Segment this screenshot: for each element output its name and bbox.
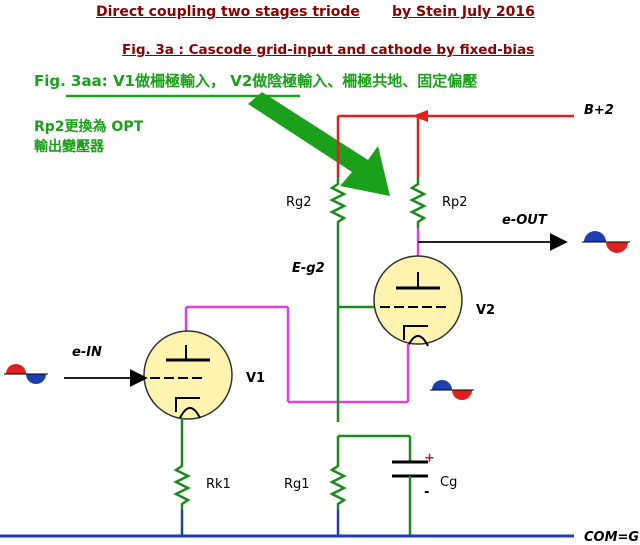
label-rg1: Rg1: [284, 477, 310, 492]
interstage-signal-icon: [430, 380, 474, 400]
grid-bias-network: [336, 392, 412, 462]
label-eg2: E-g2: [292, 261, 325, 276]
figure-caption: Fig. 3a : Cascode grid-input and cathode…: [122, 42, 535, 58]
label-v1: V1: [246, 371, 265, 386]
diagram-title: Direct coupling two stages triode: [96, 4, 360, 20]
label-com: COM=G: [584, 530, 639, 545]
tube-v1: [143, 330, 233, 420]
label-cap-plus: +: [424, 451, 435, 466]
bplus-rail: [336, 110, 574, 178]
label-rg2: Rg2: [286, 195, 312, 210]
pointer-arrow: [248, 92, 390, 196]
note-description: Fig. 3aa: V1做柵極輸入， V2做陰極輸入、柵極共地、固定偏壓: [34, 72, 478, 90]
interstage-wire: [184, 305, 410, 404]
capacitor-cg: [392, 460, 428, 536]
note-output-transformer: 輸出變壓器: [34, 139, 104, 155]
author-date: by Stein July 2016: [392, 4, 535, 20]
input-signal-icon: [4, 364, 48, 384]
label-v2: V2: [476, 303, 495, 318]
note-opt: Rp2更換為 OPT: [34, 119, 144, 135]
resistor-rk1: [173, 418, 191, 510]
output-signal-icon: [582, 231, 630, 253]
label-ein: e-IN: [72, 345, 102, 360]
resistor-rg2: [329, 178, 347, 392]
label-cg: Cg: [440, 475, 457, 490]
label-cap-minus: -: [424, 485, 429, 500]
label-bplus: B+2: [584, 103, 614, 118]
label-eout: e-OUT: [502, 213, 548, 228]
resistor-rg1: [329, 436, 347, 510]
label-rp2: Rp2: [442, 195, 468, 210]
label-rk1: Rk1: [206, 477, 231, 492]
tube-v2: [373, 255, 463, 347]
